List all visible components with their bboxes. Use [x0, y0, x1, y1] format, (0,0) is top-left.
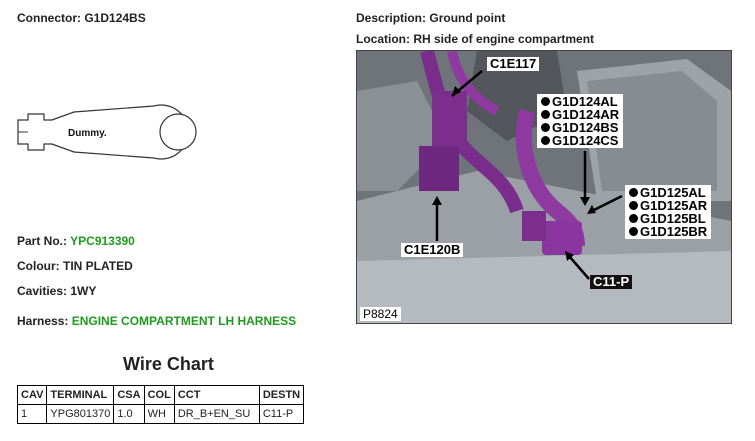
connector-label: Connector:: [17, 11, 81, 25]
cell-destn: C11-P: [258, 404, 305, 424]
list-item: G1D124AR: [541, 108, 619, 121]
ground-point-list-2: G1D125AL G1D125AR G1D125BL G1D125BR: [625, 185, 712, 239]
colour-value: TIN PLATED: [63, 259, 133, 273]
callout-c1e120b: C1E120B: [401, 243, 464, 257]
harness-label: Harness:: [17, 314, 69, 328]
bullet-icon: [629, 188, 638, 197]
location-value: RH side of engine compartment: [413, 32, 595, 46]
location-line: Location: RH side of engine compartment: [356, 32, 594, 46]
callout-c11-p: C11-P: [590, 275, 633, 289]
wire-chart-title: Wire Chart: [123, 354, 214, 374]
list-item: G1D125BR: [629, 225, 707, 238]
bullet-icon: [541, 136, 550, 145]
bullet-icon: [541, 97, 550, 106]
harness-line: Harness: ENGINE COMPARTMENT LH HARNESS: [17, 314, 296, 328]
list-item: G1D125AR: [629, 199, 707, 212]
col-header-col: COL: [143, 385, 175, 405]
col-header-csa: CSA: [113, 385, 145, 405]
description-line: Description: Ground point: [356, 11, 505, 25]
list-item: G1D125AL: [629, 186, 707, 199]
cell-terminal: YPG801370: [46, 404, 115, 424]
list-item: G1D125BL: [629, 212, 707, 225]
part-no-line: Part No.: YPC913390: [17, 234, 135, 248]
list-item: G1D124BS: [541, 121, 619, 134]
bullet-icon: [541, 110, 550, 119]
cavities-line: Cavities: 1WY: [17, 284, 96, 298]
part-no-label: Part No.:: [17, 234, 68, 248]
connector-line: Connector: G1D124BS: [17, 11, 146, 25]
col-header-terminal: TERMINAL: [46, 385, 115, 405]
bullet-icon: [629, 214, 638, 223]
col-header-destn: DESTN: [258, 385, 305, 405]
callout-c1e117: C1E117: [487, 57, 540, 71]
harness-link[interactable]: ENGINE COMPARTMENT LH HARNESS: [71, 314, 297, 328]
ring-terminal-diagram: Dummy.: [17, 104, 197, 160]
colour-label: Colour:: [17, 259, 60, 273]
colour-line: Colour: TIN PLATED: [17, 259, 133, 273]
table-row: 1 YPG801370 1.0 WH DR_B+EN_SU C11-P: [16, 404, 305, 424]
part-no-link[interactable]: YPC913390: [70, 234, 135, 248]
cell-col: WH: [143, 404, 175, 424]
col-header-cav: CAV: [16, 385, 48, 405]
cavities-label: Cavities:: [17, 284, 68, 298]
photo-id-label: P8824: [360, 307, 401, 321]
description-value: Ground point: [429, 11, 506, 25]
bullet-icon: [629, 227, 638, 236]
dummy-label: Dummy.: [68, 128, 107, 139]
wire-chart-table: CAV TERMINAL CSA COL CCT DESTN 1 YPG8013…: [16, 385, 305, 424]
connector-value: G1D124BS: [84, 11, 146, 25]
cell-cav: 1: [16, 404, 48, 424]
description-label: Description:: [356, 11, 427, 25]
list-item: G1D124CS: [541, 134, 619, 147]
cell-cct: DR_B+EN_SU: [173, 404, 260, 424]
location-photo: C1E117 G1D124AL G1D124AR G1D124BS G1D124…: [356, 50, 732, 324]
ground-point-list-1: G1D124AL G1D124AR G1D124BS G1D124CS: [537, 94, 624, 148]
bullet-icon: [629, 201, 638, 210]
location-label: Location:: [356, 32, 410, 46]
bullet-icon: [541, 123, 550, 132]
list-item: G1D124AL: [541, 95, 619, 108]
cell-csa: 1.0: [113, 404, 145, 424]
col-header-cct: CCT: [173, 385, 260, 405]
wire-chart-header-row: CAV TERMINAL CSA COL CCT DESTN: [16, 385, 305, 405]
cavities-value: 1WY: [70, 284, 97, 298]
